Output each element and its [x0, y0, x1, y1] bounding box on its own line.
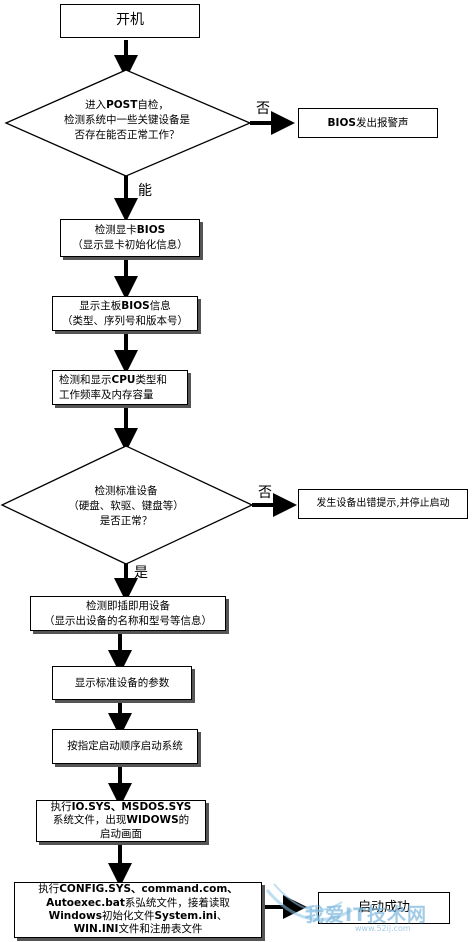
config-line2: 系弘统文件，接着读取	[124, 896, 230, 909]
post-term: POST	[106, 99, 138, 111]
vga-bios-line2: （显示显卡初始化信息）	[72, 239, 188, 251]
cpu-line1-end: 类型和	[135, 373, 167, 386]
std-check-text: 检测标准设备 （硬盘、软驱、键盘等） 是否正常？	[26, 484, 226, 530]
cpu-line1: 检测和显示	[59, 373, 112, 386]
config-line1: 执行	[38, 883, 60, 896]
board-bios-line1: 显示主板	[79, 299, 122, 312]
pnp-line2: （显示出设备的名称和型号等信息）	[44, 614, 212, 627]
post-check-line2: 检测系统中一些关键设备是	[64, 114, 190, 127]
cpu-term: CPU	[111, 373, 136, 386]
label-no-1: 否	[256, 101, 270, 117]
device-error-text: 发生设备出错提示,并停止启动	[316, 498, 450, 509]
config-sys-box: 执行CONFIG.SYS、command.com、 Autoexec.bat系弘…	[14, 882, 262, 938]
autoexec-term: Autoexec.bat	[46, 896, 125, 909]
config-line3: 初始化文件	[101, 910, 155, 922]
boot-order-text: 按指定启动顺序启动系统	[67, 740, 183, 753]
label-yes-2: 是	[134, 565, 148, 581]
watermark-url: www.52ij.com	[355, 924, 411, 933]
board-bios-box: 显示主板BIOS信息 （类型、序列号和版本号）	[52, 296, 198, 331]
io-sys-line1: 执行	[50, 800, 72, 813]
vga-bios-line1: 检测显卡	[94, 224, 137, 237]
cpu-check-box: 检测和显示CPU类型和 工作频率及内存容量	[52, 370, 188, 405]
bios-alarm-text: 发出报警声	[355, 116, 409, 129]
label-no-2: 否	[258, 485, 272, 501]
post-check-line1-end: 自检，	[137, 99, 169, 111]
decision-post-check	[4, 69, 252, 177]
bios-term: BIOS	[327, 116, 356, 129]
boot-order-box: 按指定启动顺序启动系统	[52, 729, 198, 764]
io-sys-line2-end: 的	[178, 814, 190, 827]
start-box: 开机	[60, 4, 200, 38]
system-ini-term: System.ini	[154, 910, 217, 922]
win-ini-term: WIN.INI	[73, 923, 119, 936]
std-params-box: 显示标准设备的参数	[52, 666, 192, 700]
config-line4: 文件和注册表文件	[118, 923, 203, 936]
board-bios-line2: （类型、序列号和版本号）	[62, 314, 188, 327]
post-check-text: 进入POST自检， 检测系统中一些关键设备是 否存在能否正常工作？	[22, 98, 232, 144]
vga-bios-term: BIOS	[136, 224, 166, 237]
windows-term: Windows	[48, 910, 102, 922]
start-label: 开机	[116, 12, 144, 29]
cpu-line2: 工作频率及内存容量	[59, 388, 154, 401]
std-check-line2: （硬盘、软驱、键盘等）	[68, 500, 184, 513]
post-check-line3: 否存在能否正常工作？	[74, 129, 180, 142]
config-line3-end: 、	[216, 910, 228, 922]
post-check-line1: 进入	[85, 99, 107, 111]
device-error-box: 发生设备出错提示,并停止启动	[298, 489, 468, 519]
watermark-text: 我爱IT技术网	[305, 904, 428, 926]
board-bios-line1-end: 信息	[149, 299, 171, 312]
std-check-line3: 是否正常？	[99, 515, 153, 528]
boot-success-text: 启动成功	[357, 899, 410, 915]
std-params-text: 显示标准设备的参数	[74, 676, 170, 689]
pnp-check-box: 检测即插即用设备 （显示出设备的名称和型号等信息）	[30, 596, 226, 631]
board-bios-term: BIOS	[121, 299, 150, 312]
label-yes-1: 能	[138, 183, 152, 199]
std-check-line1: 检测标准设备	[94, 485, 158, 497]
vga-bios-box: 检测显卡BIOS （显示显卡初始化信息）	[60, 219, 200, 257]
config-files: CONFIG.SYS、command.com、	[59, 883, 238, 896]
io-sys-line3: 启动画面	[100, 827, 142, 840]
io-sys-box: 执行IO.SYS、MSDOS.SYS 系统文件，出现WIDOWS的 启动画面	[36, 800, 206, 842]
widows-term: WIDOWS	[126, 814, 179, 827]
pnp-line1: 检测即插即用设备	[86, 599, 170, 612]
io-sys-files: IO.SYS、MSDOS.SYS	[71, 800, 192, 813]
decision-standard-devices	[0, 445, 254, 565]
io-sys-line2: 系统文件，出现	[52, 814, 127, 827]
bios-alarm-box: BIOS发出报警声	[298, 108, 438, 138]
